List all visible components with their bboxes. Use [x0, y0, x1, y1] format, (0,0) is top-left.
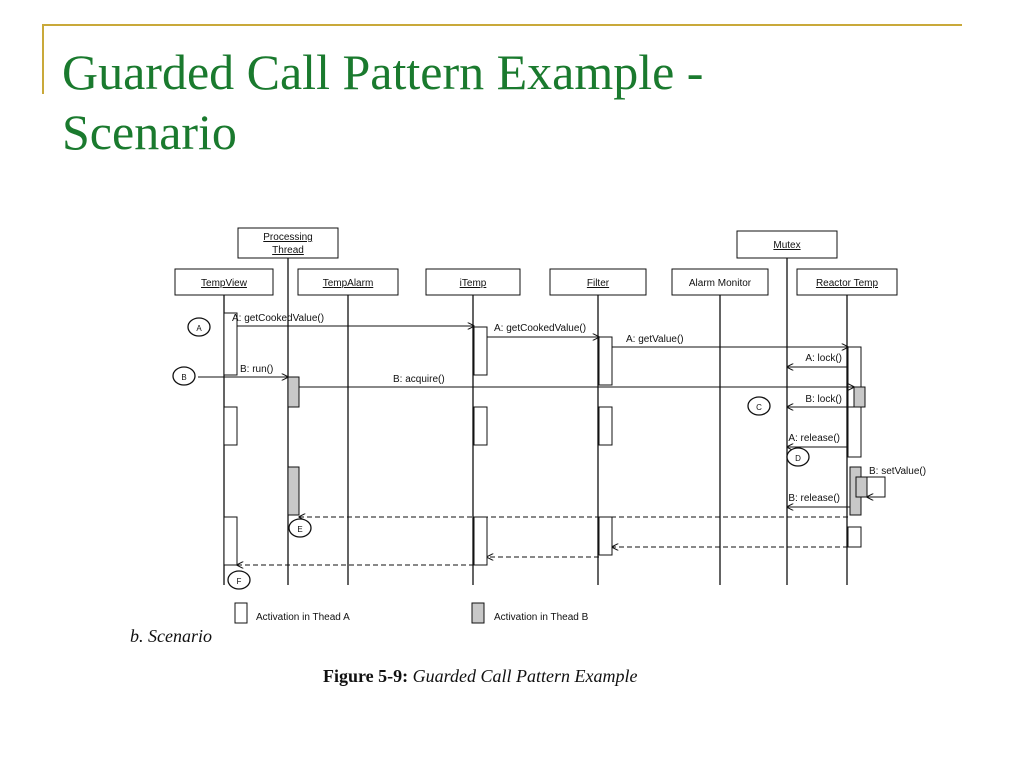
processing-thread-label-1: Processing: [263, 232, 312, 243]
figure-caption: Figure 5-9: Guarded Call Pattern Example: [323, 666, 637, 687]
legend-swatch-thread-a: [234, 602, 248, 624]
figure-name: Guarded Call Pattern Example: [412, 666, 638, 686]
activation-a-tempview-3: [223, 516, 238, 566]
object-alarm-monitor: Alarm Monitor: [671, 268, 769, 296]
marker-f: F: [227, 570, 251, 590]
svg-text:D: D: [795, 454, 801, 463]
frame-top-rule: [42, 24, 962, 26]
marker-b: B: [172, 366, 196, 386]
marker-e: E: [288, 518, 312, 538]
activations-thread-a: [223, 312, 862, 566]
activation-a-tempview-1: [223, 312, 238, 376]
activation-b-reactor-1: [853, 386, 866, 408]
slide-title-line2: Scenario: [62, 104, 237, 160]
object-tempalarm: TempAlarm: [297, 268, 399, 296]
label-a-get-cooked-2: A: getCookedValue(): [494, 323, 586, 334]
activation-a-filter-1: [598, 336, 613, 386]
svg-text:B: B: [181, 373, 186, 382]
marker-a: A: [187, 317, 211, 337]
object-tempview: TempView: [174, 268, 274, 296]
legend-thread-b: Activation in Thead B: [471, 602, 589, 624]
msg-b-set-value: [867, 476, 886, 497]
reactor-temp-label: Reactor Temp: [816, 278, 879, 289]
tempalarm-label: TempAlarm: [323, 278, 374, 289]
svg-text:C: C: [756, 403, 762, 412]
legend-label-thread-a: Activation in Thead A: [256, 612, 350, 623]
label-a-get-value: A: getValue(): [626, 334, 684, 345]
svg-text:E: E: [297, 525, 302, 534]
scenario-caption: b. Scenario: [130, 626, 212, 646]
label-b-acquire: B: acquire(): [393, 374, 445, 385]
activations-thread-b: [287, 376, 868, 516]
activation-a-filter-3: [598, 516, 613, 556]
label-b-lock: B: lock(): [805, 394, 842, 405]
label-a-release: A: release(): [788, 433, 840, 444]
activation-a-itemp-3: [473, 516, 488, 566]
alarm-monitor-label: Alarm Monitor: [689, 278, 752, 289]
label-b-release: B: release(): [788, 493, 840, 504]
label-b-run: B: run(): [240, 364, 273, 375]
label-a-get-cooked-1: A: getCookedValue(): [232, 313, 324, 324]
mutex-label: Mutex: [773, 240, 800, 251]
activation-a-filter-2: [598, 406, 613, 446]
return-messages: [237, 517, 848, 565]
marker-c: C: [747, 396, 771, 416]
object-reactor-temp: Reactor Temp: [796, 268, 898, 296]
object-itemp: iTemp: [425, 268, 521, 296]
activation-b-reactor-3: [855, 476, 868, 498]
activation-b-processing-1: [287, 376, 300, 408]
activation-a-itemp-1: [473, 326, 488, 376]
tempview-label: TempView: [201, 278, 248, 289]
activation-a-tempview-2: [223, 406, 238, 446]
activation-a-reactor-2: [847, 526, 862, 548]
filter-label: Filter: [587, 278, 610, 289]
activation-b-processing-2: [287, 466, 300, 516]
legend-label-thread-b: Activation in Thead B: [494, 612, 589, 623]
marker-d: D: [786, 447, 810, 467]
slide-title: Guarded Call Pattern Example - Scenario: [62, 42, 962, 162]
svg-text:F: F: [237, 577, 242, 586]
object-processing-thread: Processing Thread: [237, 227, 339, 259]
messages: [198, 326, 886, 507]
object-filter: Filter: [549, 268, 647, 296]
slide-title-line1: Guarded Call Pattern Example -: [62, 44, 704, 100]
svg-text:A: A: [196, 324, 202, 333]
label-a-lock: A: lock(): [805, 353, 842, 364]
figure-number: Figure 5-9:: [323, 666, 409, 686]
activation-a-itemp-2: [473, 406, 488, 446]
label-b-set-value: B: setValue(): [869, 466, 926, 477]
processing-thread-label-2: Thread: [272, 245, 304, 256]
frame-left-rule: [42, 24, 44, 94]
object-mutex: Mutex: [736, 230, 838, 259]
legend-swatch-thread-b: [471, 602, 485, 624]
legend-thread-a: Activation in Thead A: [234, 602, 350, 624]
lifelines: [223, 258, 848, 585]
itemp-label: iTemp: [460, 278, 487, 289]
